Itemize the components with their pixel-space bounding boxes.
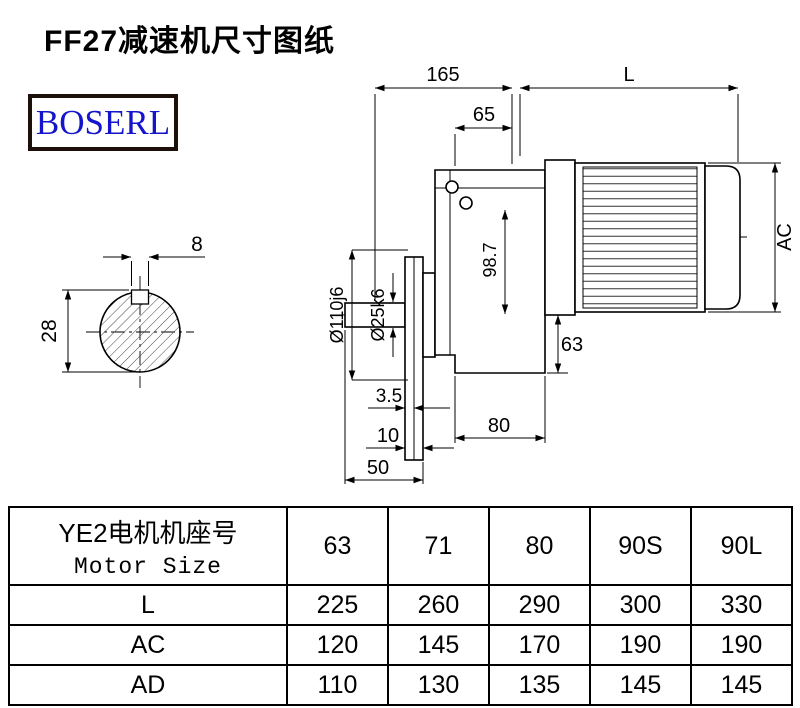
keyway	[130, 289, 150, 305]
table-cell: 135	[487, 664, 591, 706]
dim-dia110-lines	[348, 249, 408, 381]
row-label-L: L	[8, 584, 288, 626]
bolt-hole	[459, 196, 473, 210]
table-cell: 260	[386, 584, 490, 626]
table-row-L: L 225 260 290 300 330	[8, 584, 794, 626]
row-label-AD: AD	[8, 664, 288, 706]
dim-10: 10	[377, 425, 399, 447]
dim-65: 65	[473, 104, 495, 126]
bearing-hub	[422, 272, 436, 358]
page-title: FF27减速机尺寸图纸	[44, 25, 336, 58]
motor-size-col-90L: 90L	[689, 506, 794, 586]
dim-165: 165	[426, 64, 459, 86]
fan-cover	[704, 165, 741, 310]
table-cell: 110	[285, 664, 389, 706]
motor-size-col-63: 63	[285, 506, 389, 586]
brand-logo-text: BOSERL	[35, 102, 171, 142]
dim-98-7: 98.7	[480, 242, 500, 277]
motor-size-col-80: 80	[487, 506, 591, 586]
motor-size-col-90S: 90S	[588, 506, 692, 586]
main-view: 165 L 65 AC Ø110j6	[327, 64, 796, 484]
dimension-drawing: 8 28 165	[38, 64, 796, 484]
table-row-AC: AC 120 145 170 190 190	[8, 624, 794, 666]
table-cell: 145	[689, 664, 794, 706]
brand-logo: BOSERL	[28, 94, 178, 151]
dim-63: 63	[561, 334, 583, 356]
table-cell: 300	[588, 584, 692, 626]
dim-dia110: Ø110j6	[327, 287, 347, 344]
table-header-row: YE2电机机座号 Motor Size 63 71 80 90S 90L	[8, 506, 794, 586]
dim-28: 28	[38, 319, 61, 342]
table-cell: 330	[689, 584, 794, 626]
dim-3-5: 3.5	[376, 386, 402, 407]
dim-63-lines	[547, 315, 568, 374]
table-cell: 190	[689, 624, 794, 666]
dim-dia25: Ø25k6	[368, 288, 388, 341]
motor-adapter	[544, 159, 576, 316]
table-row-AD: AD 110 130 135 145 145	[8, 664, 794, 706]
dim-80: 80	[488, 415, 510, 437]
dim-28-lines	[62, 289, 137, 373]
dim-8-lines	[103, 253, 205, 286]
dim-65-lines	[454, 124, 512, 166]
table-cell: 145	[386, 624, 490, 666]
dim-165-lines	[374, 84, 513, 300]
shaft-end-view: 8 28	[38, 233, 205, 388]
dim-L: L	[623, 64, 634, 86]
motor-size-label-cn: YE2电机机座号	[58, 517, 238, 548]
dim-50-lines	[344, 330, 424, 484]
motor-size-header-cell: YE2电机机座号 Motor Size	[8, 506, 288, 586]
table-cell: 170	[487, 624, 591, 666]
bolt-hole	[445, 180, 459, 194]
dim-AC: AC	[774, 223, 796, 251]
dim-AC-lines	[708, 162, 781, 313]
table-cell: 130	[386, 664, 490, 706]
dimension-table: YE2电机机座号 Motor Size 63 71 80 90S 90L L 2…	[8, 506, 794, 706]
table-cell: 190	[588, 624, 692, 666]
dim-L-lines	[519, 84, 739, 162]
motor-size-col-71: 71	[386, 506, 490, 586]
dim-80-lines	[454, 376, 546, 443]
motor-cooling-fins	[582, 166, 698, 309]
dim-50: 50	[367, 457, 389, 479]
table-cell: 145	[588, 664, 692, 706]
row-label-AC: AC	[8, 624, 288, 666]
table-cell: 120	[285, 624, 389, 666]
dim-8: 8	[191, 233, 203, 256]
table-cell: 225	[285, 584, 389, 626]
motor-size-label-en: Motor Size	[73, 553, 222, 580]
table-cell: 290	[487, 584, 591, 626]
